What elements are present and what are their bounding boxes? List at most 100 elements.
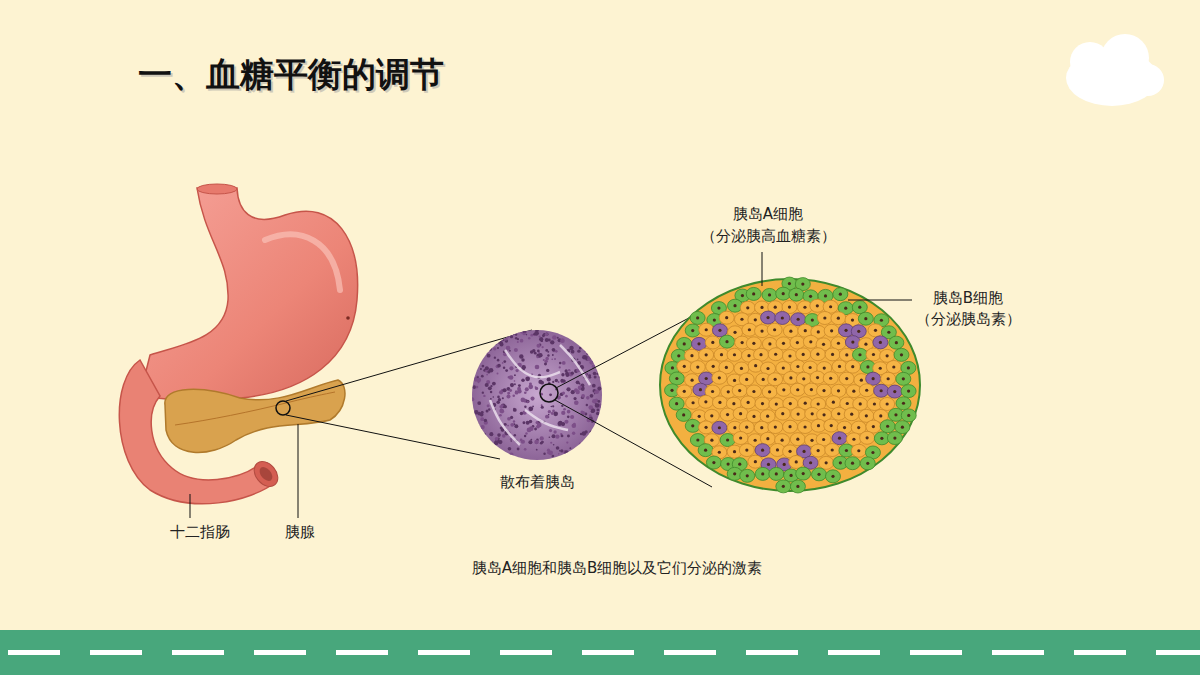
- tissue-dot: [553, 430, 556, 433]
- tissue-dot: [572, 424, 577, 429]
- tissue-dot: [521, 440, 525, 444]
- islet-cell: [889, 336, 904, 349]
- cell-nucleus: [725, 316, 728, 319]
- islet-cell: [894, 348, 909, 361]
- cell-nucleus: [872, 425, 875, 428]
- cell-nucleus: [866, 462, 869, 465]
- islet-cell: [798, 420, 813, 433]
- tissue-dot: [499, 414, 502, 417]
- cell-nucleus: [747, 354, 750, 357]
- cell-body: [776, 383, 791, 396]
- tissue-dot: [546, 369, 549, 372]
- cell-nucleus: [809, 366, 812, 369]
- cell-nucleus: [811, 318, 814, 321]
- tissue-dot: [478, 426, 480, 428]
- islet-cell: [831, 312, 846, 325]
- cell-body: [676, 408, 691, 421]
- tissue-dot: [596, 454, 600, 458]
- tissue-dot: [491, 331, 495, 335]
- zoom-marker: [276, 401, 290, 415]
- cell-nucleus: [691, 329, 694, 332]
- cell-nucleus: [768, 390, 771, 393]
- cell-nucleus: [754, 460, 757, 463]
- tissue-dot: [503, 360, 506, 363]
- tissue-dot: [472, 385, 476, 389]
- zoom-line: [286, 415, 500, 459]
- cell-body: [740, 469, 755, 482]
- tissue-dot: [475, 422, 479, 426]
- tissue-dot: [515, 391, 519, 395]
- tissue-dot: [517, 448, 520, 451]
- islet-cell: [699, 421, 714, 434]
- tissue-dot: [576, 390, 580, 394]
- cell-nucleus: [788, 450, 791, 453]
- islet-cell: [767, 323, 782, 336]
- islet-cell: [790, 480, 805, 493]
- cell-body: [720, 434, 735, 447]
- tissue-dot: [485, 366, 489, 370]
- tissue-dot: [587, 337, 589, 339]
- tissue-dot: [503, 388, 507, 392]
- cell-body: [839, 348, 854, 361]
- cell-nucleus: [795, 460, 798, 463]
- tissue-dot: [537, 350, 540, 353]
- cell-body: [825, 348, 840, 361]
- tissue-dot: [497, 340, 501, 344]
- tissue-dot: [488, 386, 492, 390]
- cell-nucleus: [754, 364, 757, 367]
- tissue-dot: [524, 391, 527, 394]
- cell-body: [741, 396, 756, 409]
- tissue-dot: [582, 335, 585, 338]
- zoom-line: [556, 290, 742, 388]
- road-dash: [1074, 650, 1126, 655]
- cell-nucleus: [682, 413, 685, 416]
- tissue-dot: [541, 340, 543, 342]
- cell-nucleus: [880, 389, 883, 392]
- tissue-dot: [582, 329, 584, 331]
- cell-nucleus: [754, 318, 757, 321]
- cell-body: [706, 456, 721, 469]
- cell-nucleus: [851, 318, 854, 321]
- cell-body: [824, 324, 839, 337]
- tissue-dot: [478, 437, 481, 440]
- tissue-dot: [509, 389, 512, 392]
- cell-nucleus: [746, 306, 749, 309]
- tissue-dot: [571, 372, 574, 375]
- road-dashes: [8, 650, 1200, 655]
- tissue-dot: [590, 394, 594, 398]
- tissue-dot: [481, 437, 483, 439]
- cell-nucleus: [691, 401, 694, 404]
- islet-cell: [712, 371, 727, 384]
- tissue-dot: [584, 332, 586, 334]
- islet-cell: [846, 433, 861, 446]
- islet-cell: [896, 372, 911, 385]
- cell-nucleus: [774, 425, 777, 428]
- islet-cell: [733, 407, 748, 420]
- cell-body: [826, 396, 841, 409]
- cell-body: [811, 468, 826, 481]
- cell-nucleus: [789, 330, 792, 333]
- tissue-dot: [592, 359, 595, 362]
- cell-body: [768, 348, 783, 361]
- islet-cell: [755, 444, 770, 457]
- cell-nucleus: [809, 340, 812, 343]
- tissue-dot: [596, 412, 600, 416]
- tissue-dot: [514, 380, 516, 382]
- tissue-dot: [541, 441, 544, 444]
- tissue-dot: [471, 335, 475, 339]
- tissue-dot: [597, 400, 600, 403]
- cell-nucleus: [782, 388, 785, 391]
- cell-nucleus: [697, 342, 700, 345]
- islet-cell: [816, 384, 831, 397]
- cell-body: [685, 324, 700, 337]
- islet-cell: [733, 431, 748, 444]
- cell-body: [798, 420, 813, 433]
- tissue-dot: [524, 405, 526, 407]
- tissue-dot: [534, 331, 539, 336]
- cell-body: [845, 336, 860, 349]
- tissue-dot: [545, 333, 548, 336]
- cell-nucleus: [775, 403, 778, 406]
- cell-body: [839, 372, 854, 385]
- cell-nucleus: [837, 317, 840, 320]
- cell-body: [783, 325, 798, 338]
